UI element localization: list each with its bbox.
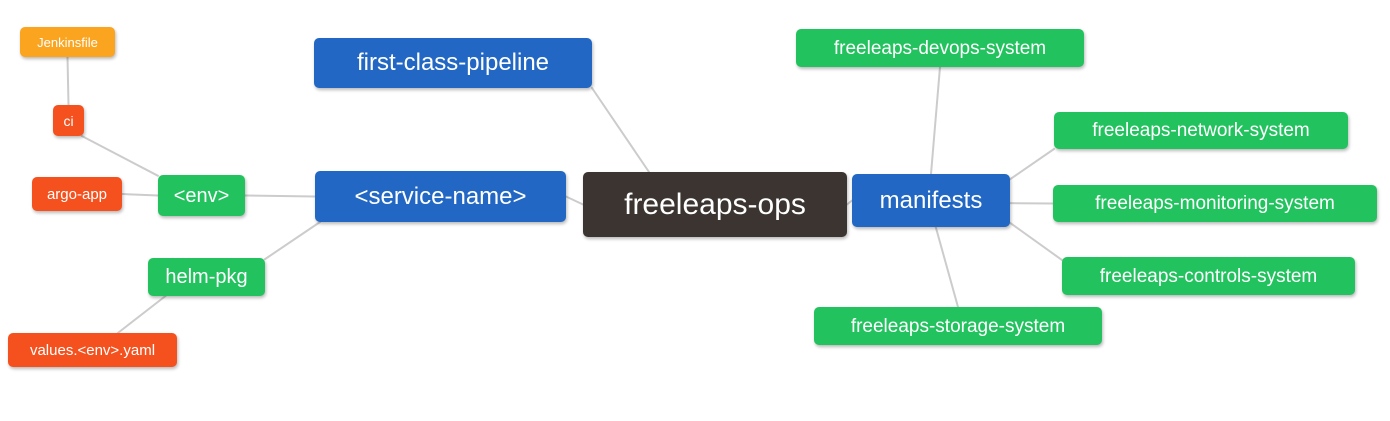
edge-helm-pkg-to-values-env-yaml	[116, 295, 167, 334]
node-service-name[interactable]: <service-name>	[315, 171, 566, 222]
node-ci[interactable]: ci	[53, 105, 84, 136]
node-manifests[interactable]: manifests	[852, 174, 1010, 227]
edge-helm-pkg-to-service-name	[264, 221, 322, 261]
edge-argo-app-to-env	[121, 193, 159, 197]
edge-env-to-service-name	[244, 194, 316, 198]
node-freeleaps-storage-system[interactable]: freeleaps-storage-system	[814, 307, 1102, 345]
node-jenkinsfile[interactable]: Jenkinsfile	[20, 27, 115, 57]
edge-first-class-pipeline-to-freeleaps-ops	[591, 87, 650, 173]
node-freeleaps-monitoring-system[interactable]: freeleaps-monitoring-system	[1053, 185, 1377, 222]
node-freeleaps-network-system[interactable]: freeleaps-network-system	[1054, 112, 1348, 149]
edge-manifests-to-freeleaps-devops-system	[930, 66, 941, 175]
edge-service-name-to-freeleaps-ops	[565, 195, 584, 206]
edge-ci-to-env	[80, 135, 159, 177]
node-first-class-pipeline[interactable]: first-class-pipeline	[314, 38, 592, 88]
edge-manifests-to-freeleaps-controls-system	[1009, 221, 1063, 262]
node-freeleaps-controls-system[interactable]: freeleaps-controls-system	[1062, 257, 1355, 295]
node-env[interactable]: <env>	[158, 175, 245, 216]
node-freeleaps-ops[interactable]: freeleaps-ops	[583, 172, 847, 237]
edge-jenkinsfile-to-ci	[66, 56, 70, 106]
node-freeleaps-devops-system[interactable]: freeleaps-devops-system	[796, 29, 1084, 67]
edge-manifests-to-freeleaps-network-system	[1009, 148, 1055, 181]
edge-manifests-to-freeleaps-storage-system	[934, 226, 959, 308]
node-helm-pkg[interactable]: helm-pkg	[148, 258, 265, 296]
node-argo-app[interactable]: argo-app	[32, 177, 122, 211]
node-values-env-yaml[interactable]: values.<env>.yaml	[8, 333, 177, 367]
